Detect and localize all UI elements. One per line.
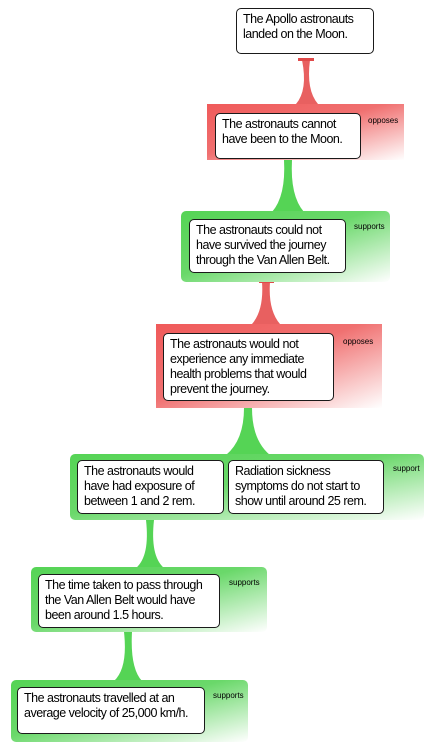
relation-label: supports bbox=[229, 578, 260, 587]
relation-label: supports bbox=[213, 691, 244, 700]
relation-label: support bbox=[393, 464, 420, 473]
relation-label: supports bbox=[354, 222, 385, 231]
claim-box: The Apollo astronauts landed on the Moon… bbox=[236, 8, 374, 54]
relation-label: opposes bbox=[368, 116, 399, 125]
co-premise-box: Radiation sickness symptoms do not start… bbox=[228, 460, 384, 514]
objection-box: The astronauts cannot have been to the M… bbox=[215, 113, 361, 159]
oppose-connector bbox=[296, 60, 318, 104]
rebuttal-box: The astronauts would not experience any … bbox=[163, 333, 334, 401]
oppose-tbar bbox=[298, 58, 314, 61]
premise-box: The astronauts would have had exposure o… bbox=[77, 460, 224, 514]
relation-label: opposes bbox=[343, 337, 374, 346]
support-connector bbox=[272, 160, 304, 212]
premise-box: The astronauts travelled at an average v… bbox=[17, 687, 205, 734]
support-connector bbox=[226, 408, 270, 455]
support-connector bbox=[114, 632, 142, 681]
reason-box: The astronauts could not have survived t… bbox=[189, 219, 346, 273]
oppose-connector bbox=[252, 282, 280, 324]
support-connector bbox=[136, 520, 164, 568]
premise-box: The time taken to pass through the Van A… bbox=[38, 574, 220, 628]
